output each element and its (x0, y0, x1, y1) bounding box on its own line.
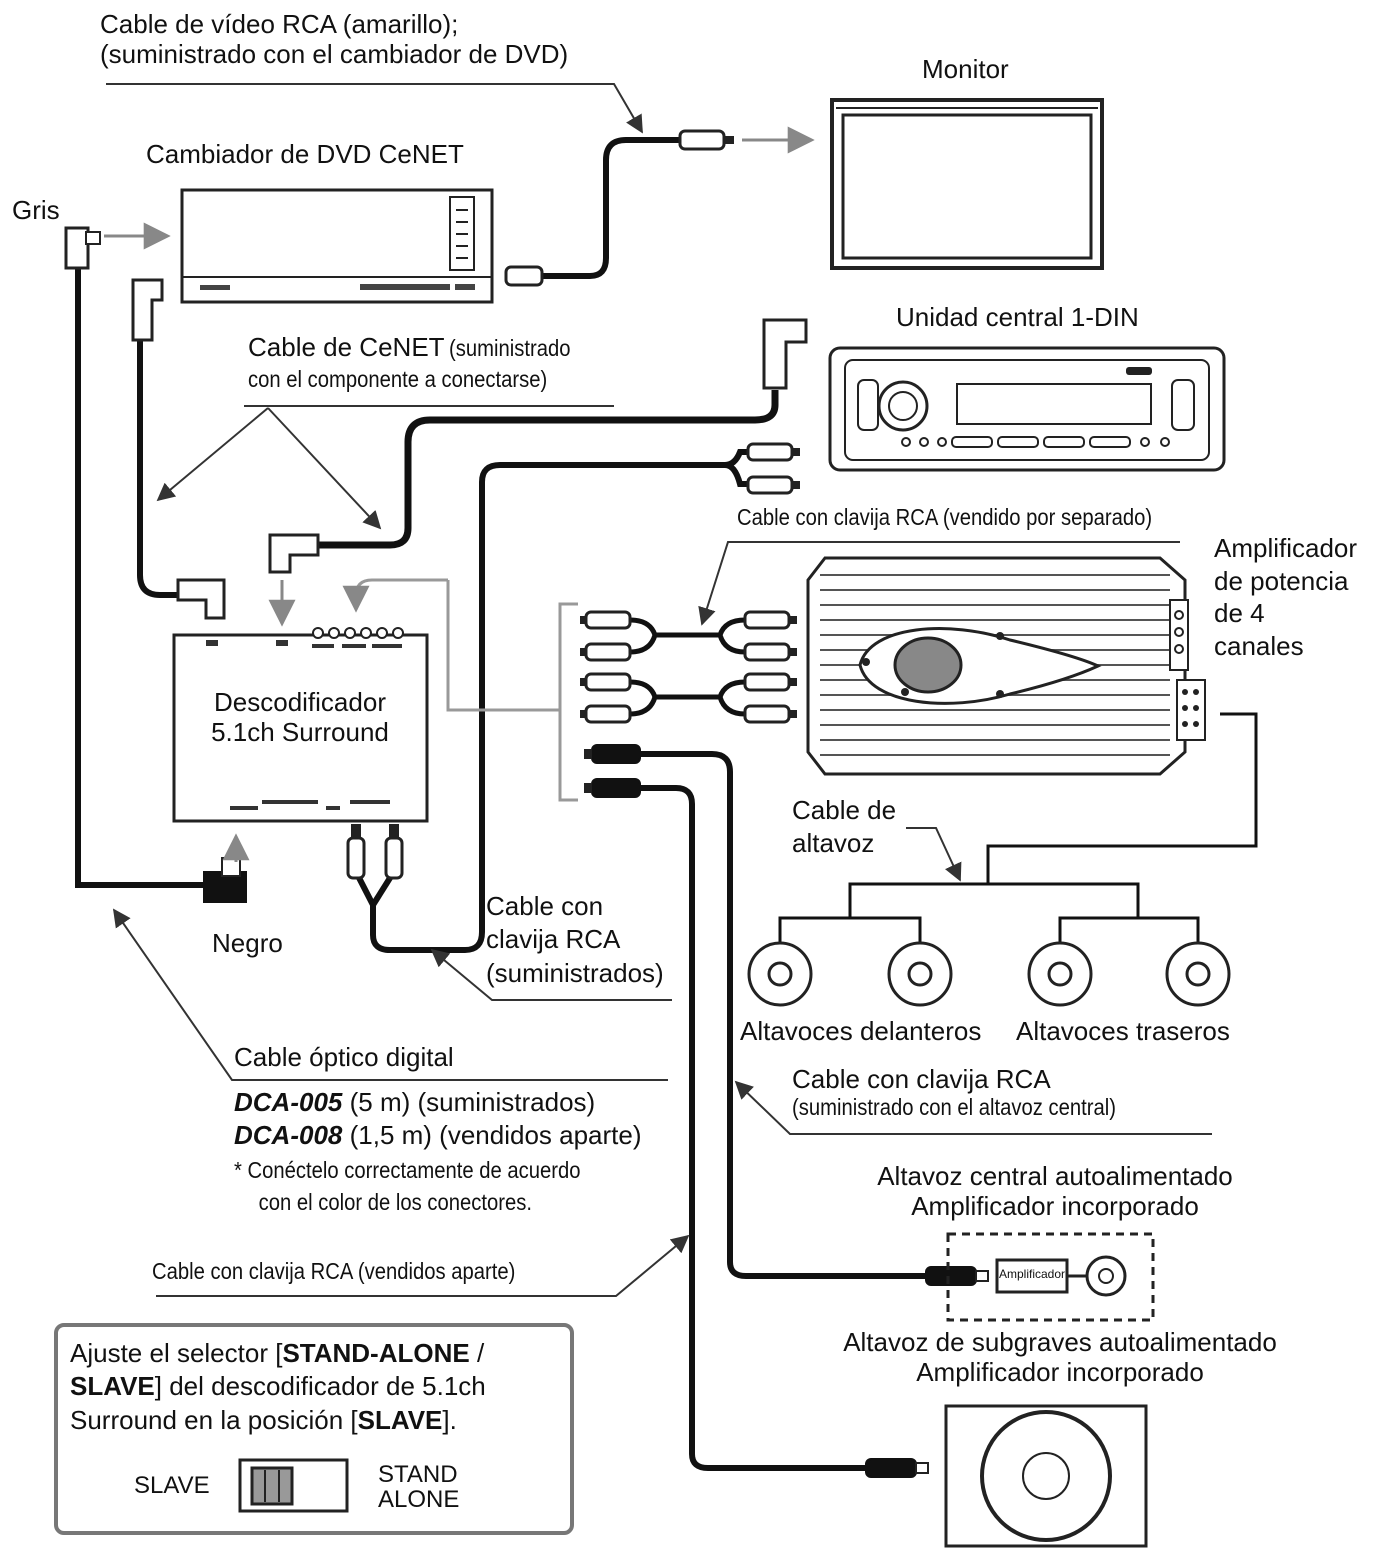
slave-label: SLAVE (134, 1472, 210, 1499)
cenet-cable-label: Cable de CeNET (suministrado (248, 332, 571, 362)
dca008-line: DCA-008 (1,5 m) (vendidos aparte) (234, 1120, 642, 1150)
stand-alone-label: STAND ALONE (378, 1461, 460, 1514)
rca-pairs-amplifier (629, 617, 746, 717)
front-speakers-label: Altavoces delanteros (740, 1016, 982, 1046)
dvd-changer-label: Cambiador de DVD CeNET (146, 139, 464, 169)
negro-label: Negro (212, 928, 283, 958)
rca-plugs-decoder (346, 824, 404, 880)
color-note: * Conéctelo correctamente de acuerdo con… (234, 1157, 581, 1216)
head-unit-device (828, 346, 1226, 472)
rear-speakers-label: Altavoces traseros (1016, 1016, 1230, 1046)
decoder-device (172, 627, 429, 823)
amplificador-box-label: Amplificador (999, 1267, 1066, 1281)
speakers (747, 941, 1231, 1007)
rca-center-cable-label: Cable con clavija RCA (suministrado con … (792, 1064, 1116, 1121)
rca-plugs-head-unit (746, 442, 800, 495)
amplifier-device (806, 556, 1206, 776)
monitor-label: Monitor (922, 54, 1009, 84)
video-rca-plug-changer (504, 265, 544, 287)
subwoofer-unit (944, 1404, 1148, 1548)
cenet-plug-changer (131, 278, 164, 342)
amplifier-label: Amplificador de potencia de 4 canales (1214, 533, 1358, 661)
rca-supplied-label: Cable con clavija RCA (suministrados) (486, 891, 664, 988)
slave-switch (238, 1458, 349, 1513)
dvd-changer-device (180, 188, 494, 304)
video-rca-cable-label: Cable de vídeo RCA (amarillo); (suminist… (100, 9, 569, 70)
center-speaker-label: Altavoz central autoalimentado Amplifica… (877, 1161, 1233, 1222)
rca-sold-separately-label: Cable con clavija RCA (vendido por separ… (737, 504, 1153, 530)
head-unit-label: Unidad central 1-DIN (896, 302, 1139, 332)
rca-sold-apart-label: Cable con clavija RCA (vendidos aparte) (152, 1258, 516, 1284)
optical-cable-label: Cable óptico digital (234, 1042, 454, 1072)
decoder-label: Descodificador 5.1ch Surround (211, 687, 389, 748)
monitor-device (830, 98, 1104, 270)
cenet-cable-note: con el componente a conectarse) (248, 366, 548, 392)
selector-note-box: Ajuste el selector [STAND-ALONE / SLAVE]… (54, 1323, 574, 1535)
speaker-cable-label: Cable de altavoz (792, 795, 897, 858)
dca005-line: DCA-005 (5 m) (suministrados) (234, 1087, 596, 1117)
optical-plug-gris (64, 226, 101, 270)
subwoofer-label: Altavoz de subgraves autoalimentado Ampl… (843, 1327, 1277, 1388)
gris-label: Gris (12, 195, 60, 225)
cenet-plug-head-unit (762, 318, 808, 390)
cenet-plug-decoder-1 (176, 578, 226, 620)
video-rca-plug-monitor (678, 129, 734, 151)
cenet-plug-decoder-2 (268, 533, 320, 574)
speaker-wiring (778, 712, 1258, 948)
selector-note-text: Ajuste el selector [STAND-ALONE / SLAVE]… (70, 1338, 486, 1435)
optical-plug-negro (203, 857, 247, 903)
center-speaker-unit (946, 1232, 1155, 1322)
